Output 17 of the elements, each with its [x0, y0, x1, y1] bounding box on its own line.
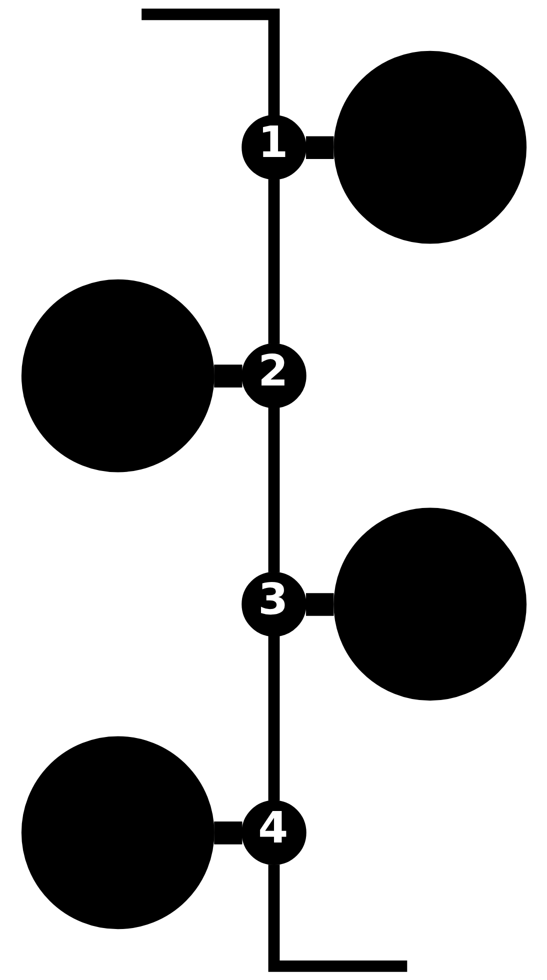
node-circle: [333, 50, 526, 244]
connector: [141, 8, 280, 116]
connector: [214, 364, 242, 388]
node-circle: 1: [241, 114, 306, 180]
node-circle: [20, 279, 214, 472]
connector: [268, 636, 280, 801]
node-circle: [333, 508, 526, 701]
connector: [305, 593, 334, 616]
connector: [268, 179, 280, 344]
node-circle: 2: [241, 343, 306, 408]
connector: [214, 822, 242, 844]
node-circle: 3: [241, 572, 306, 637]
connector: [268, 408, 280, 572]
connector: [305, 136, 334, 160]
node-circle: 4: [241, 800, 306, 866]
connector: [268, 864, 407, 972]
node-circle: [20, 736, 214, 930]
